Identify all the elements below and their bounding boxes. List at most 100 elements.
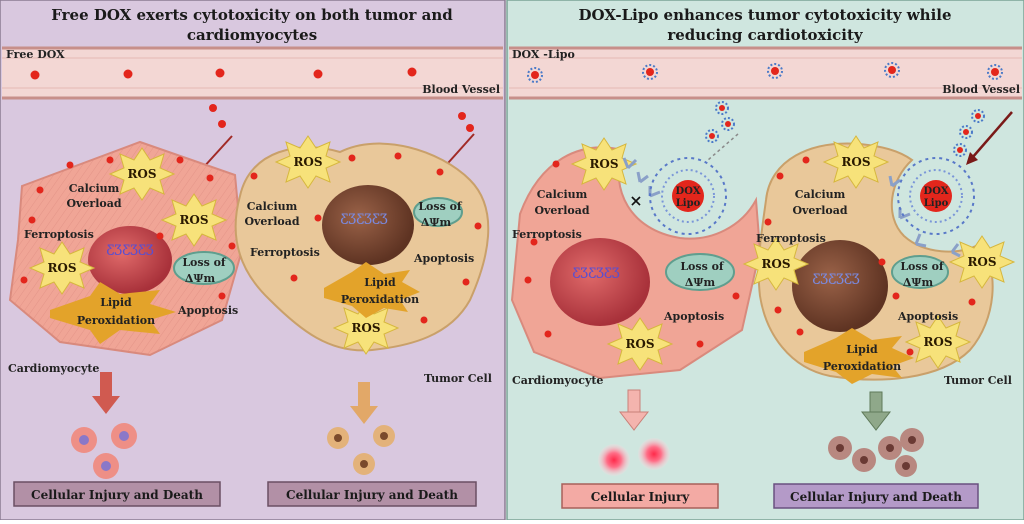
liposome-particle-icon <box>953 143 967 157</box>
tumor-ros-top: ROS <box>293 155 322 169</box>
right-blood-vessel: DOX -Lipo Blood Vessel <box>509 46 1022 100</box>
tumor-calcium-line2: Overload <box>244 215 299 228</box>
right-tumor-outcome-box <box>773 483 979 509</box>
right-cardiomyocyte: ƸƷƸƷƸƷ Loss of ΔΨm ROS ROS Calcium Overl… <box>510 137 762 380</box>
rcardio-apoptosis: Apoptosis <box>663 310 724 323</box>
free-dox-particle <box>407 67 417 77</box>
ros-star-icon <box>606 317 674 371</box>
left-tumor-cell: ƸƷƸƷƸƷ Loss of ΔΨm ROS ROS Lipid Peroxid… <box>234 135 490 355</box>
left-title-line2: cardiomyocytes <box>187 26 317 44</box>
nucleus <box>792 240 888 332</box>
liposome-particle-icon <box>642 64 658 80</box>
free-dox-particle <box>466 124 474 132</box>
left-tumor-outcome-box <box>267 481 477 507</box>
down-arrow <box>100 372 112 396</box>
mitochondria-icon <box>413 197 463 227</box>
tumor-ros-bottom: ROS <box>351 321 380 335</box>
rcardio-loss-line1: Loss of <box>680 260 725 273</box>
left-tumor-cell-label: Tumor Cell <box>424 372 492 385</box>
ros-star-icon <box>28 241 96 295</box>
rcardio-ros-top: ROS <box>589 157 618 171</box>
down-arrow-head <box>860 411 892 431</box>
down-arrow <box>358 382 370 406</box>
right-tumor-cell: ƸƷƸƷƸƷ Loss of ΔΨm ROS ROS ROS ROS Lipid… <box>742 135 1016 384</box>
liposome-particle-icon <box>715 101 729 115</box>
liposome-particle-icon <box>987 64 1003 80</box>
liposome-particle-icon <box>959 125 973 139</box>
ros-star-icon <box>948 235 1016 289</box>
cardio-ros-left: ROS <box>47 261 76 275</box>
nucleus <box>322 185 414 265</box>
right-vessel-label: DOX -Lipo <box>512 48 575 61</box>
lipid-burst-icon <box>804 328 914 384</box>
right-blood-vessel-label: Blood Vessel <box>942 83 1020 96</box>
receptor-icon <box>888 175 961 258</box>
liposome-particle-icon <box>767 63 783 79</box>
free-dox-particle <box>458 112 466 120</box>
free-dox-particle <box>123 69 133 79</box>
mitochondria-icon <box>665 253 735 291</box>
cardio-loss-line1: Loss of <box>182 256 227 269</box>
rtumor-calcium-line1: Calcium <box>795 188 846 201</box>
ros-star-icon <box>160 193 228 247</box>
tumor-apoptosis: Apoptosis <box>413 252 474 265</box>
rtumor-calcium-line2: Overload <box>792 204 847 217</box>
right-tumor-outcome: Cellular Injury and Death <box>790 490 962 504</box>
ros-star-icon <box>822 135 890 189</box>
down-arrow <box>869 391 883 413</box>
cardio-ros-right: ROS <box>179 213 208 227</box>
cardio-calcium-line1: Calcium <box>69 182 120 195</box>
cardio-apoptosis: Apoptosis <box>177 304 238 317</box>
dox-lipo-particle-icon <box>649 157 727 235</box>
dna-icon: ƸƷƸƷƸƷ <box>340 212 388 228</box>
liposome-particle-icon <box>527 67 543 83</box>
nucleus <box>88 226 172 294</box>
rtumor-apoptosis: Apoptosis <box>897 310 958 323</box>
receptor-icon <box>622 157 661 198</box>
liposome-particle-icon <box>721 117 735 131</box>
dead-tumor-cells-icon <box>828 428 924 477</box>
left-cardiomyocyte: ƸƷƸƷƸƷ Loss of ΔΨm ROS ROS ROS Lipid Per… <box>8 140 244 357</box>
left-blood-vessel-label: Blood Vessel <box>422 83 500 96</box>
liposome-particle-icon <box>705 129 719 143</box>
lipid-burst-icon <box>50 282 176 344</box>
down-arrow-head <box>350 406 378 424</box>
rtumor-ros-bottom: ROS <box>923 335 952 349</box>
rtumor-lipo-line2: Lipo <box>924 198 949 209</box>
liposome-particle-icon <box>971 109 985 123</box>
tumor-lipid-line1: Lipid <box>364 276 396 289</box>
liposome-particle-icon <box>884 62 900 78</box>
rtumor-lipid-line2: Peroxidation <box>823 360 901 373</box>
rcardio-calcium-line2: Overload <box>534 204 589 217</box>
tumor-loss-line2: ΔΨm <box>421 216 452 229</box>
right-panel: DOX-Lipo enhances tumor cytotoxicity whi… <box>506 0 1024 521</box>
cardio-ferroptosis: Ferroptosis <box>24 228 94 241</box>
rcardio-loss-line2: ΔΨm <box>685 276 716 289</box>
rcardio-lipo-line2: Lipo <box>676 198 701 209</box>
cardio-calcium-line2: Overload <box>66 197 121 210</box>
left-blood-vessel: Free DOX Blood Vessel <box>2 46 503 100</box>
rtumor-ros-top: ROS <box>841 155 870 169</box>
rtumor-loss-line2: ΔΨm <box>903 276 934 289</box>
left-cardio-outcome-box <box>13 481 221 507</box>
tumor-loss-line1: Loss of <box>418 200 463 213</box>
free-dox-particle <box>218 120 226 128</box>
cardio-loss-line2: ΔΨm <box>185 272 216 285</box>
tumor-ferroptosis: Ferroptosis <box>250 246 320 259</box>
blocked-entry-arrow <box>707 133 739 161</box>
down-arrow <box>627 389 641 413</box>
right-cardiomyocyte-label: Cardiomyocyte <box>512 374 603 387</box>
block-x-icon: × <box>629 191 642 210</box>
rtumor-ros-left: ROS <box>761 257 790 271</box>
cardio-lipid-line1: Lipid <box>100 296 132 309</box>
ros-star-icon <box>108 147 176 201</box>
left-cardio-outcome: Cellular Injury and Death <box>31 488 203 502</box>
left-panel: Free DOX exerts cytotoxicity on both tum… <box>0 0 506 521</box>
surviving-cardiomyocytes-icon <box>598 438 670 476</box>
rcardio-ferroptosis: Ferroptosis <box>512 228 582 241</box>
mitochondria-icon <box>173 251 235 285</box>
rcardio-calcium-line1: Calcium <box>537 188 588 201</box>
ros-star-icon <box>904 315 972 369</box>
free-dox-particle <box>209 104 217 112</box>
